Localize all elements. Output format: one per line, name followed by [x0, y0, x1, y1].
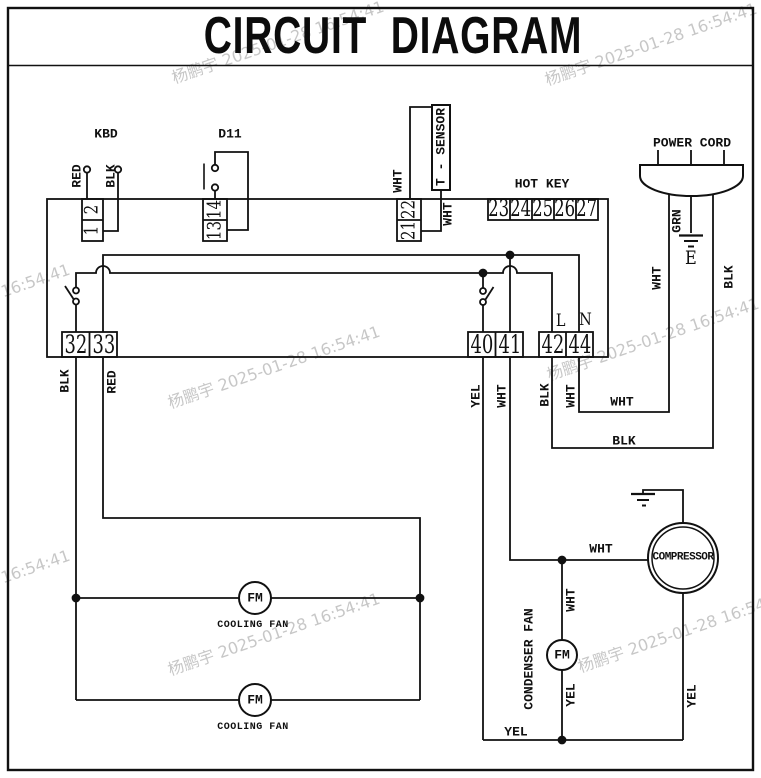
wire-wht-41-compressor — [509, 357, 648, 561]
wire-label-blk: BLK — [721, 265, 737, 289]
power-cord-label: POWER CORD — [652, 135, 732, 151]
wire-d11-upper — [214, 151, 249, 231]
wire-label-wht: WHT — [589, 541, 613, 557]
kbd-terminal-point — [82, 165, 92, 174]
cooling-fan-label-bottom: COOLING FAN — [217, 722, 289, 733]
page-frame — [6, 6, 755, 772]
wire-label-yel: YEL — [504, 724, 528, 740]
terminal-25: 25 — [532, 196, 554, 222]
junction-dot — [71, 593, 81, 603]
wire-label-yel: YEL — [468, 384, 484, 408]
terminal-24: 24 — [510, 196, 532, 222]
fan-motor-label: FM — [247, 590, 263, 606]
wire-blk-42-cord — [551, 194, 714, 449]
condenser-fan-label: CONDENSER FAN — [521, 608, 537, 710]
switch-40-contact — [479, 298, 487, 306]
wire-compressor-ground — [642, 489, 684, 523]
terminal-1: 1 — [81, 225, 103, 236]
kbd-label: KBD — [94, 126, 118, 142]
fan-motor-label: FM — [247, 692, 263, 708]
board-outline — [46, 198, 609, 358]
wire-wht-44-cord — [578, 194, 670, 413]
wire-label-blk: BLK — [537, 383, 553, 407]
wire-label-wht: WHT — [610, 394, 634, 410]
t-sensor-label: T - SENSOR — [433, 107, 449, 187]
terminal-21: 21 — [397, 220, 420, 241]
switch-32-contact — [72, 297, 80, 306]
wire-label-red: RED — [104, 370, 120, 394]
wire-label-blk: BLK — [57, 369, 73, 393]
bus-lower-with-hops — [75, 265, 553, 332]
hot-key-label: HOT KEY — [514, 176, 570, 192]
terminal-42: 42 — [541, 330, 564, 359]
wire-red-33 — [102, 357, 421, 700]
terminal-40: 40 — [470, 330, 494, 359]
compressor-label: COMPRESSOR — [652, 551, 714, 564]
switch-40-blade — [484, 286, 495, 300]
switch-40-contact — [479, 287, 487, 295]
wire-label-wht: WHT — [649, 266, 665, 290]
wire-sensor-wht-left — [409, 106, 432, 199]
terminal-14: 14 — [203, 199, 226, 220]
junction-dot — [505, 250, 515, 260]
fan-motor-label: FM — [554, 647, 570, 663]
cooling-fan-label-top: COOLING FAN — [217, 620, 289, 631]
power-cord-plug — [639, 164, 744, 197]
page-title: CIRCUIT DIAGRAM — [203, 7, 583, 65]
bus-upper — [102, 254, 580, 332]
wire-sensor-wht-right — [421, 190, 442, 232]
terminal-32: 32 — [64, 330, 88, 359]
d11-switch-contact — [210, 163, 220, 173]
wire-label-wht: WHT — [563, 588, 579, 612]
junction-dot — [415, 593, 425, 603]
terminal-26: 26 — [554, 196, 576, 222]
wire-label-wht: WHT — [440, 202, 456, 226]
d11-label: D11 — [218, 126, 242, 142]
earth-label: E — [685, 246, 697, 269]
neutral-marker: N — [578, 309, 592, 330]
condenser-fan-motor — [546, 639, 578, 671]
wire-label-yel: YEL — [684, 684, 700, 708]
cooling-fan-motor-bottom — [238, 683, 272, 717]
cooling-fan-motor-top — [238, 581, 272, 615]
terminal-27: 27 — [576, 196, 598, 222]
terminal-22: 22 — [397, 199, 420, 220]
d11-switch-contact — [210, 183, 220, 192]
wire-label-wht: WHT — [390, 169, 406, 193]
wire-label-blk: BLK — [103, 164, 119, 188]
connector-hot-key — [487, 198, 599, 221]
wire-label-red: RED — [69, 164, 85, 188]
junction-dot — [557, 555, 567, 565]
wire-kbd-blk — [103, 173, 119, 232]
wire-label-grn: GRN — [669, 209, 685, 233]
line-marker: L — [556, 310, 566, 331]
terminal-23: 23 — [488, 196, 510, 222]
terminal-44: 44 — [568, 330, 591, 359]
wire-label-blk: BLK — [612, 433, 636, 449]
compressor-inner-circle — [651, 526, 715, 590]
wire-label-yel: YEL — [563, 683, 579, 707]
kbd-terminal-point — [113, 165, 123, 174]
wire-label-wht: WHT — [563, 384, 579, 408]
terminal-33: 33 — [92, 330, 115, 359]
terminal-2: 2 — [81, 204, 103, 215]
terminal-13: 13 — [203, 220, 226, 241]
wire-label-wht: WHT — [494, 384, 510, 408]
switch-32-blade — [64, 285, 75, 300]
switch-32-contact — [72, 286, 80, 295]
terminal-41: 41 — [498, 330, 521, 359]
